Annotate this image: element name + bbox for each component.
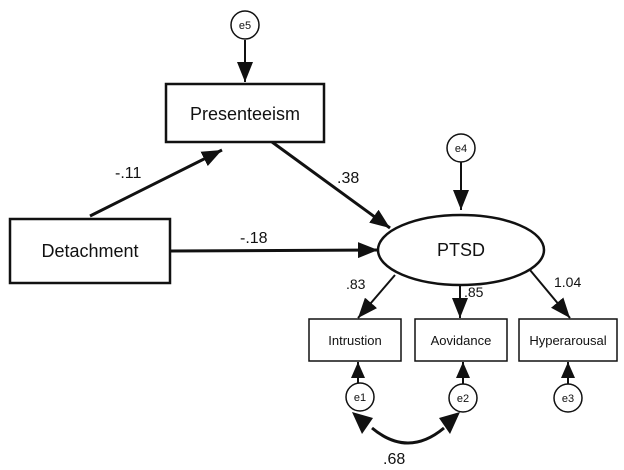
node-ptsd: PTSD <box>376 213 546 287</box>
arrow-detachment-ptsd <box>169 242 379 259</box>
error-e4-label: e4 <box>455 143 467 155</box>
node-ptsd-label: PTSD <box>437 240 485 260</box>
arrow-ptsd-hyperarousal <box>529 269 571 319</box>
node-presenteeism: Presenteeism <box>164 82 326 144</box>
error-e5-label: e5 <box>239 20 251 32</box>
node-detachment: Detachment <box>8 217 172 285</box>
coef-detachment-ptsd: -.18 <box>240 230 268 247</box>
node-intrustion-label: Intrustion <box>328 333 381 348</box>
node-aovidance: Aovidance <box>414 318 508 362</box>
node-aovidance-label: Aovidance <box>431 333 492 348</box>
coef-ptsd-hyperarousal: 1.04 <box>554 274 581 290</box>
node-hyperarousal-label: Hyperarousal <box>529 333 606 348</box>
node-presenteeism-label: Presenteeism <box>190 104 300 124</box>
node-hyperarousal: Hyperarousal <box>518 318 618 362</box>
covariance-e1-e2 <box>371 426 445 445</box>
covariance-head-e1 <box>352 412 373 434</box>
error-e2: e2 <box>448 383 478 413</box>
error-e3-label: e3 <box>562 393 574 405</box>
error-e1: e1 <box>345 382 375 412</box>
error-e5: e5 <box>230 10 260 40</box>
coef-ptsd-intrustion: .83 <box>346 276 366 292</box>
node-intrustion: Intrustion <box>308 318 402 362</box>
node-detachment-label: Detachment <box>41 241 138 261</box>
arrow-presenteeism-ptsd <box>271 140 391 230</box>
error-e4: e4 <box>446 133 476 163</box>
coef-ptsd-aovidance: .85 <box>464 284 484 300</box>
coef-e1-e2-covariance: .68 <box>383 451 405 468</box>
covariance-head-e2 <box>439 412 460 434</box>
coef-presenteeism-ptsd: .38 <box>337 170 359 187</box>
arrow-ptsd-intrustion <box>357 274 396 319</box>
arrow-detachment-presenteeism <box>89 148 223 218</box>
error-e2-label: e2 <box>457 393 469 405</box>
coef-detachment-presenteeism: -.11 <box>115 165 141 182</box>
error-e1-label: e1 <box>354 392 366 404</box>
error-e3: e3 <box>553 383 583 413</box>
